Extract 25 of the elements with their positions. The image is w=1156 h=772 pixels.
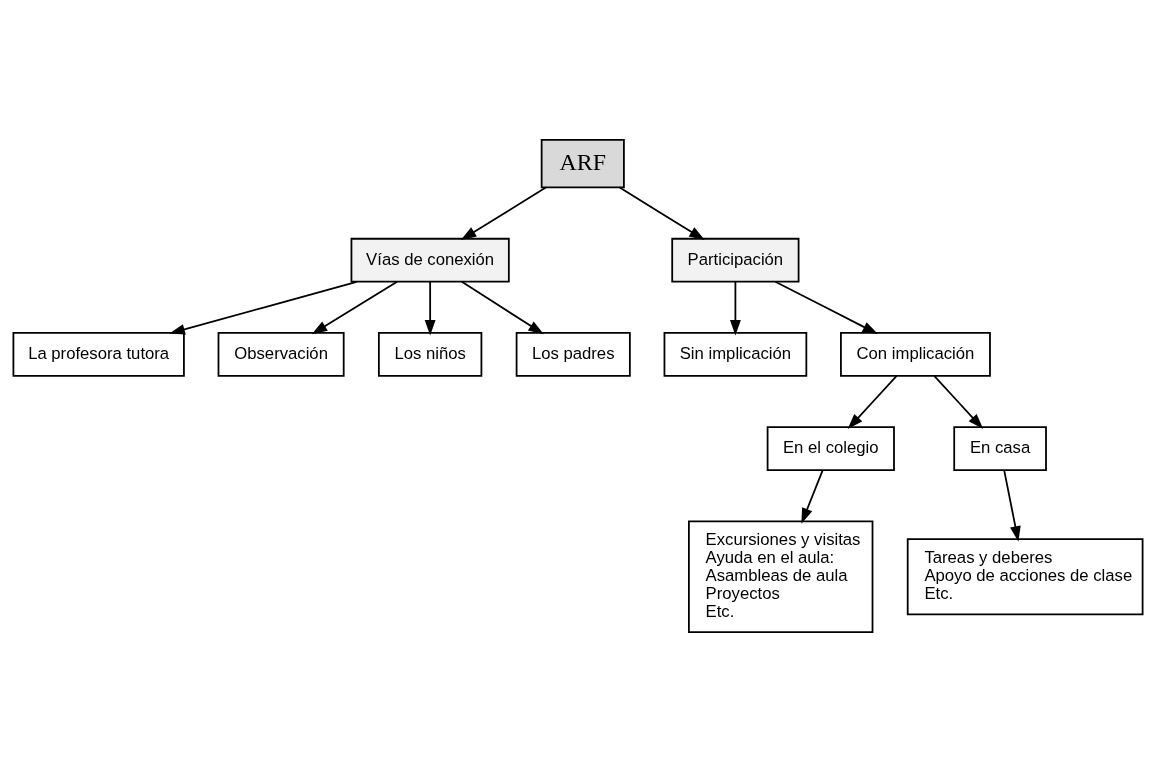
arrow [169,280,358,335]
node-box: Observación [217,332,345,377]
node-box: Participación [671,237,800,283]
arrow [729,280,741,336]
arrow [424,280,436,336]
node-box: La profesora tutora [12,332,185,377]
arrow [774,280,878,335]
node-box: En el colegio [766,426,895,471]
node-box: Los niños [377,332,483,377]
node-box: Excursiones y visitas Ayuda en el aula: Asambleas de aula Proyectos Etc. [688,520,874,634]
node-box: ARF [540,138,625,189]
node-box: Vías de conexión [350,237,510,283]
arrow [311,280,398,335]
arrow [847,375,898,430]
node-box: En casa [953,426,1047,471]
arrow [461,280,544,335]
arrow [801,469,824,524]
arrow [933,375,984,430]
arrow [1003,469,1021,542]
node-box: Con implicación [840,332,991,377]
arrow [460,186,547,241]
node-box: Sin implicación [663,332,808,377]
node-box: Tareas y deberes Apoyo de acciones de clase Etc. [906,538,1144,616]
arrow [618,186,705,241]
node-box: Los padres [515,332,631,377]
